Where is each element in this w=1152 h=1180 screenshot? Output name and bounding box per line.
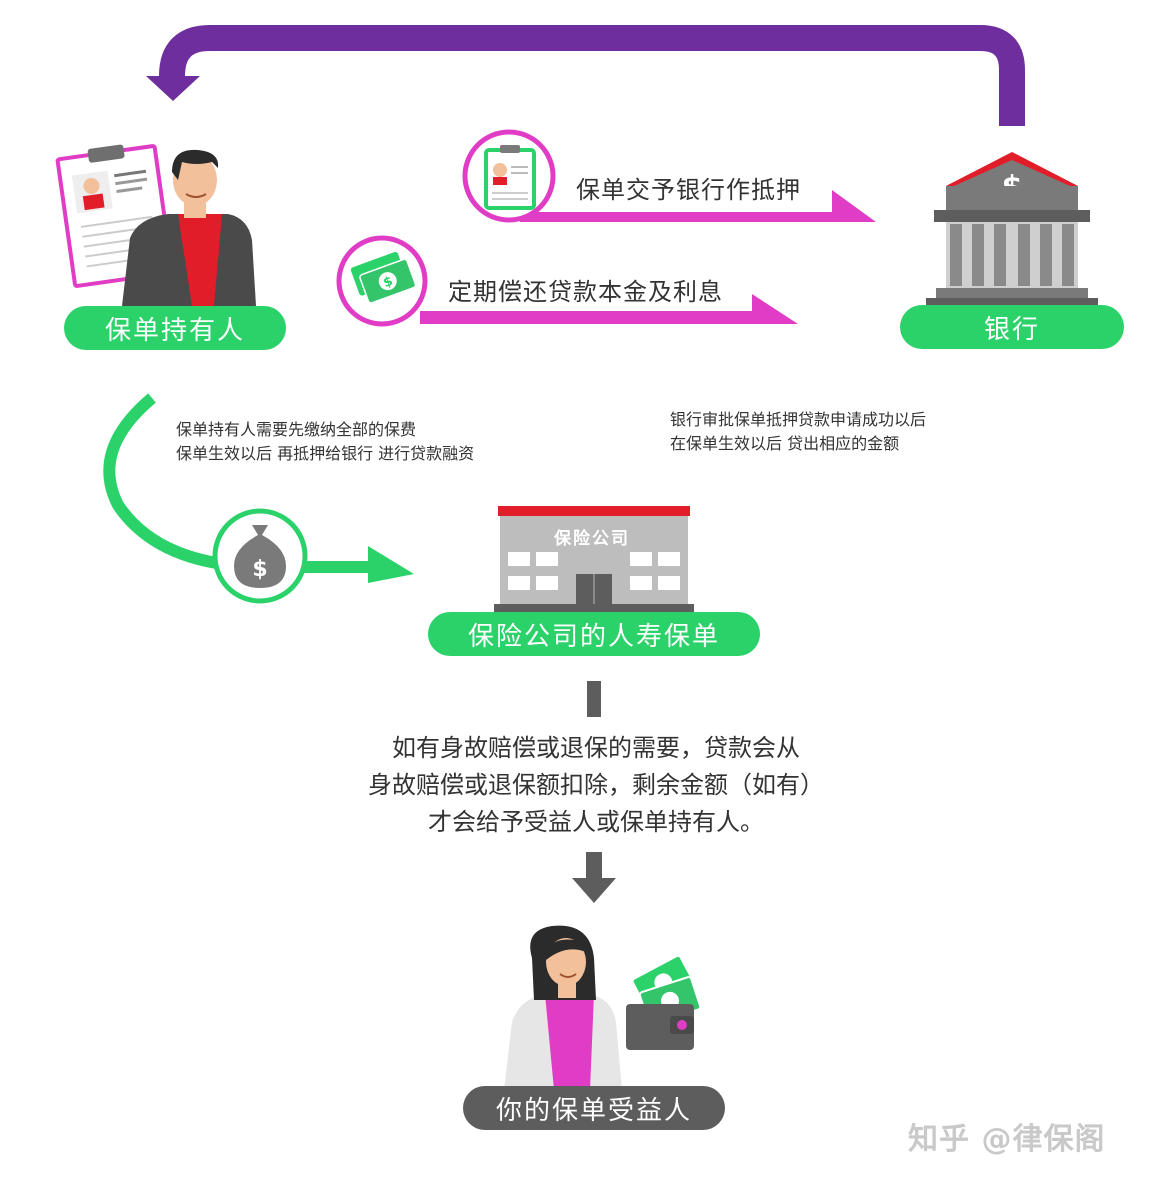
right-note-line2: 在保单生效以后 贷出相应的金额 [670,434,900,453]
bank-label: 银行 [900,305,1124,349]
left-note-line2: 保单生效以后 再抵押给银行 进行贷款融资 [176,444,475,463]
down-arrow [572,852,616,903]
pledge-arrow-label: 保单交予银行作抵押 [576,176,801,204]
svg-text:$: $ [252,557,267,582]
left-note: 保单持有人需要先缴纳全部的保费 保单生效以后 再抵押给银行 进行贷款融资 [176,418,474,466]
payment-arrow: $ [103,393,414,604]
policyholder-illustration [55,144,256,306]
insurer-label: 保险公司的人寿保单 [428,612,760,656]
insurance-building-sign: 保险公司 [554,529,630,549]
right-note: 银行审批保单抵押贷款申请成功以后 在保单生效以后 贷出相应的金额 [670,408,926,456]
pledge-arrow [462,129,876,223]
policyholder-label-text: 保单持有人 [104,315,245,346]
connector-bar [587,681,601,717]
bank-label-text: 银行 [983,314,1040,345]
repay-arrow-label: 定期偿还贷款本金及利息 [448,278,723,306]
bank-building-icon: $ [926,152,1098,306]
center-explanation: 如有身故赔偿或退保的需要，贷款会从 身故赔偿或退保额扣除，剩余金额（如有） 才会… [336,730,856,841]
beneficiary-label-text: 你的保单受益人 [495,1095,692,1126]
beneficiary-label: 你的保单受益人 [463,1086,725,1130]
watermark: 知乎 @律保阁 [908,1122,1106,1157]
center-line2: 身故赔偿或退保额扣除，剩余金额（如有） [368,771,824,799]
insurer-label-text: 保险公司的人寿保单 [467,621,720,652]
center-line3: 才会给予受益人或保单持有人。 [428,808,764,836]
center-line1: 如有身故赔偿或退保的需要，贷款会从 [392,734,800,762]
wallet-icon [626,1004,694,1050]
repay-arrow: $ [336,235,798,327]
right-note-line1: 银行审批保单抵押贷款申请成功以后 [670,410,927,429]
insurance-building-icon [494,506,694,612]
beneficiary-illustration [504,925,702,1090]
policyholder-label: 保单持有人 [64,306,286,350]
left-note-line1: 保单持有人需要先缴纳全部的保费 [176,420,417,439]
return-arrow [146,25,1025,126]
